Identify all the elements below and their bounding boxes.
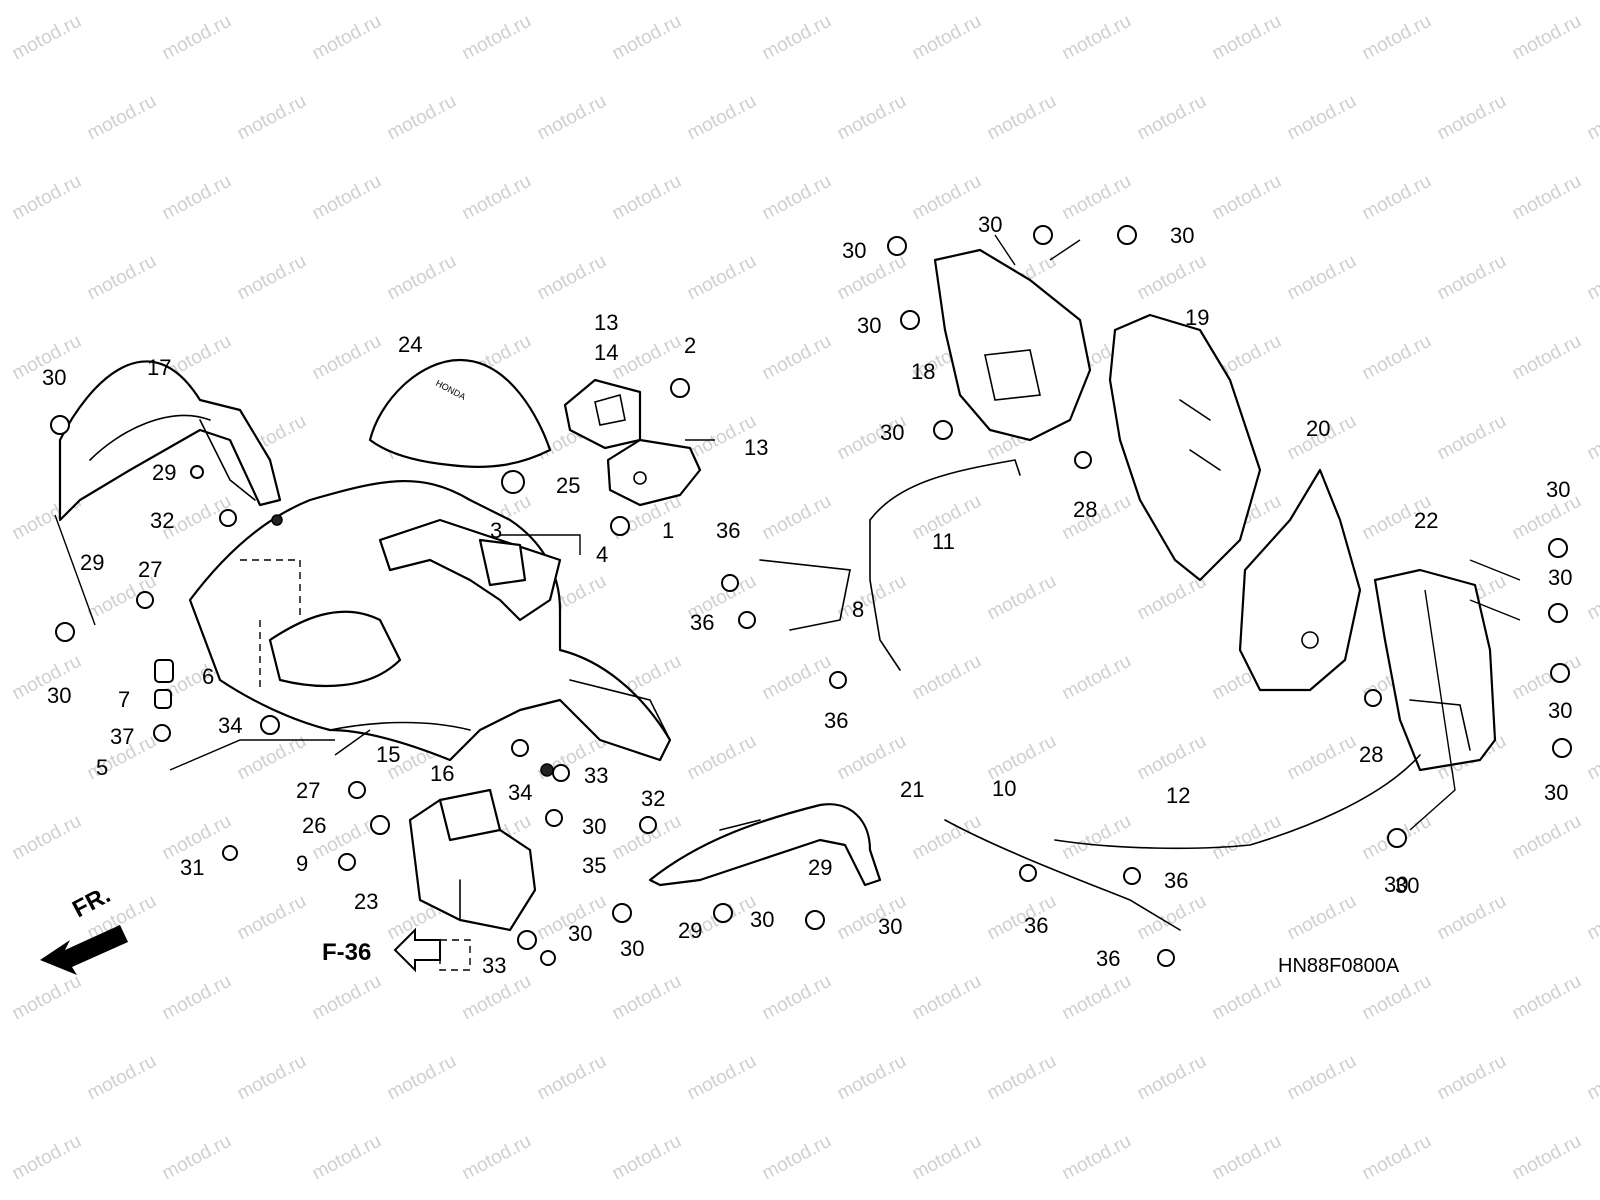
callout-22: 22 [1414, 508, 1438, 533]
callout-30: 30 [42, 365, 66, 390]
callout-30: 30 [878, 914, 902, 939]
callout-30: 30 [1546, 477, 1570, 502]
panel-19 [1108, 313, 1262, 582]
callout-30: 30 [582, 814, 606, 839]
callout-21: 21 [900, 777, 924, 802]
callout-33: 33 [584, 763, 608, 788]
callout-27: 27 [296, 778, 320, 803]
callout-30: 30 [1170, 223, 1194, 248]
callout-30: 30 [568, 921, 592, 946]
callout-27: 27 [138, 557, 162, 582]
callout-35: 35 [582, 853, 606, 878]
callout-16: 16 [430, 761, 454, 786]
callout-36: 36 [690, 610, 714, 635]
callout-24: 24 [398, 332, 422, 357]
callout-28: 28 [1359, 742, 1383, 767]
callout-19: 19 [1185, 305, 1209, 330]
callout-30: 30 [857, 313, 881, 338]
panel-14 [563, 378, 642, 450]
callout-9: 9 [296, 851, 308, 876]
callout-2: 2 [684, 333, 696, 358]
callout-13: 13 [594, 310, 618, 335]
callout-33: 33 [482, 953, 506, 978]
callout-1: 1 [662, 518, 674, 543]
callout-8: 8 [852, 597, 864, 622]
callout-34: 34 [508, 780, 532, 805]
callout-13: 13 [744, 435, 768, 460]
fasteners [50, 225, 1572, 967]
callout-28: 28 [1073, 497, 1097, 522]
callout-30: 30 [978, 212, 1002, 237]
callout-36: 36 [1096, 946, 1120, 971]
callout-12: 12 [1166, 783, 1190, 808]
callout-6: 6 [202, 664, 214, 689]
callout-10: 10 [992, 776, 1016, 801]
callout-29: 29 [808, 855, 832, 880]
callout-7: 7 [118, 687, 130, 712]
callout-4: 4 [596, 542, 608, 567]
callout-29: 29 [152, 460, 176, 485]
callout-5: 5 [96, 755, 108, 780]
fender-21 [648, 803, 882, 887]
callout-30: 30 [47, 683, 71, 708]
panel-18 [933, 248, 1092, 442]
callout-31: 31 [180, 855, 204, 880]
callout-30: 30 [880, 420, 904, 445]
callout-34: 34 [218, 713, 242, 738]
callout-26: 26 [302, 813, 326, 838]
front-fender-body [188, 480, 672, 762]
panel-13 [606, 438, 702, 507]
leader-lines [54, 234, 1521, 971]
callout-29: 29 [80, 550, 104, 575]
callout-17: 17 [147, 355, 171, 380]
callout-36: 36 [824, 708, 848, 733]
storage-box-23 [408, 788, 537, 932]
callout-32: 32 [150, 508, 174, 533]
callout-29: 29 [678, 918, 702, 943]
callout-30: 30 [750, 907, 774, 932]
front-direction-arrow: FR. [40, 881, 128, 975]
cable-10 [944, 819, 1181, 931]
callout-30: 30 [1384, 872, 1408, 897]
bracket-8 [759, 559, 851, 631]
callout-14: 14 [594, 340, 618, 365]
cable-11 [869, 459, 1021, 671]
callout-36: 36 [716, 518, 740, 543]
fender-section-17 [58, 360, 282, 522]
panel-22 [1373, 568, 1497, 772]
panel-20 [1238, 468, 1362, 692]
callout-11: 11 [932, 529, 955, 554]
callout-18: 18 [911, 359, 935, 384]
callout-30: 30 [1548, 698, 1572, 723]
callout-15: 15 [376, 742, 400, 767]
callout-23: 23 [354, 889, 378, 914]
callout-30: 30 [1548, 565, 1572, 590]
reference-label: F-36 [322, 939, 371, 966]
drawing-code: HN88F0800A [1278, 955, 1400, 977]
callout-32: 32 [641, 786, 665, 811]
direction-label: FR. [68, 881, 115, 923]
callout-30: 30 [620, 936, 644, 961]
callout-37: 37 [110, 724, 134, 749]
callout-30: 30 [1544, 780, 1568, 805]
callout-36: 36 [1164, 868, 1188, 893]
callout-3: 3 [490, 518, 502, 543]
reference-arrow: F-36 [322, 927, 441, 973]
center-cover-24: HONDA [368, 358, 552, 468]
callout-30: 30 [1395, 873, 1419, 898]
callout-36: 36 [1024, 913, 1048, 938]
callout-30: 30 [842, 238, 866, 263]
cable-12 [1054, 754, 1421, 850]
callout-layer: 30 17 29 32 29 27 30 6 7 37 5 31 24 34 2… [42, 212, 1572, 978]
callout-25: 25 [556, 473, 580, 498]
callout-20: 20 [1306, 416, 1330, 441]
